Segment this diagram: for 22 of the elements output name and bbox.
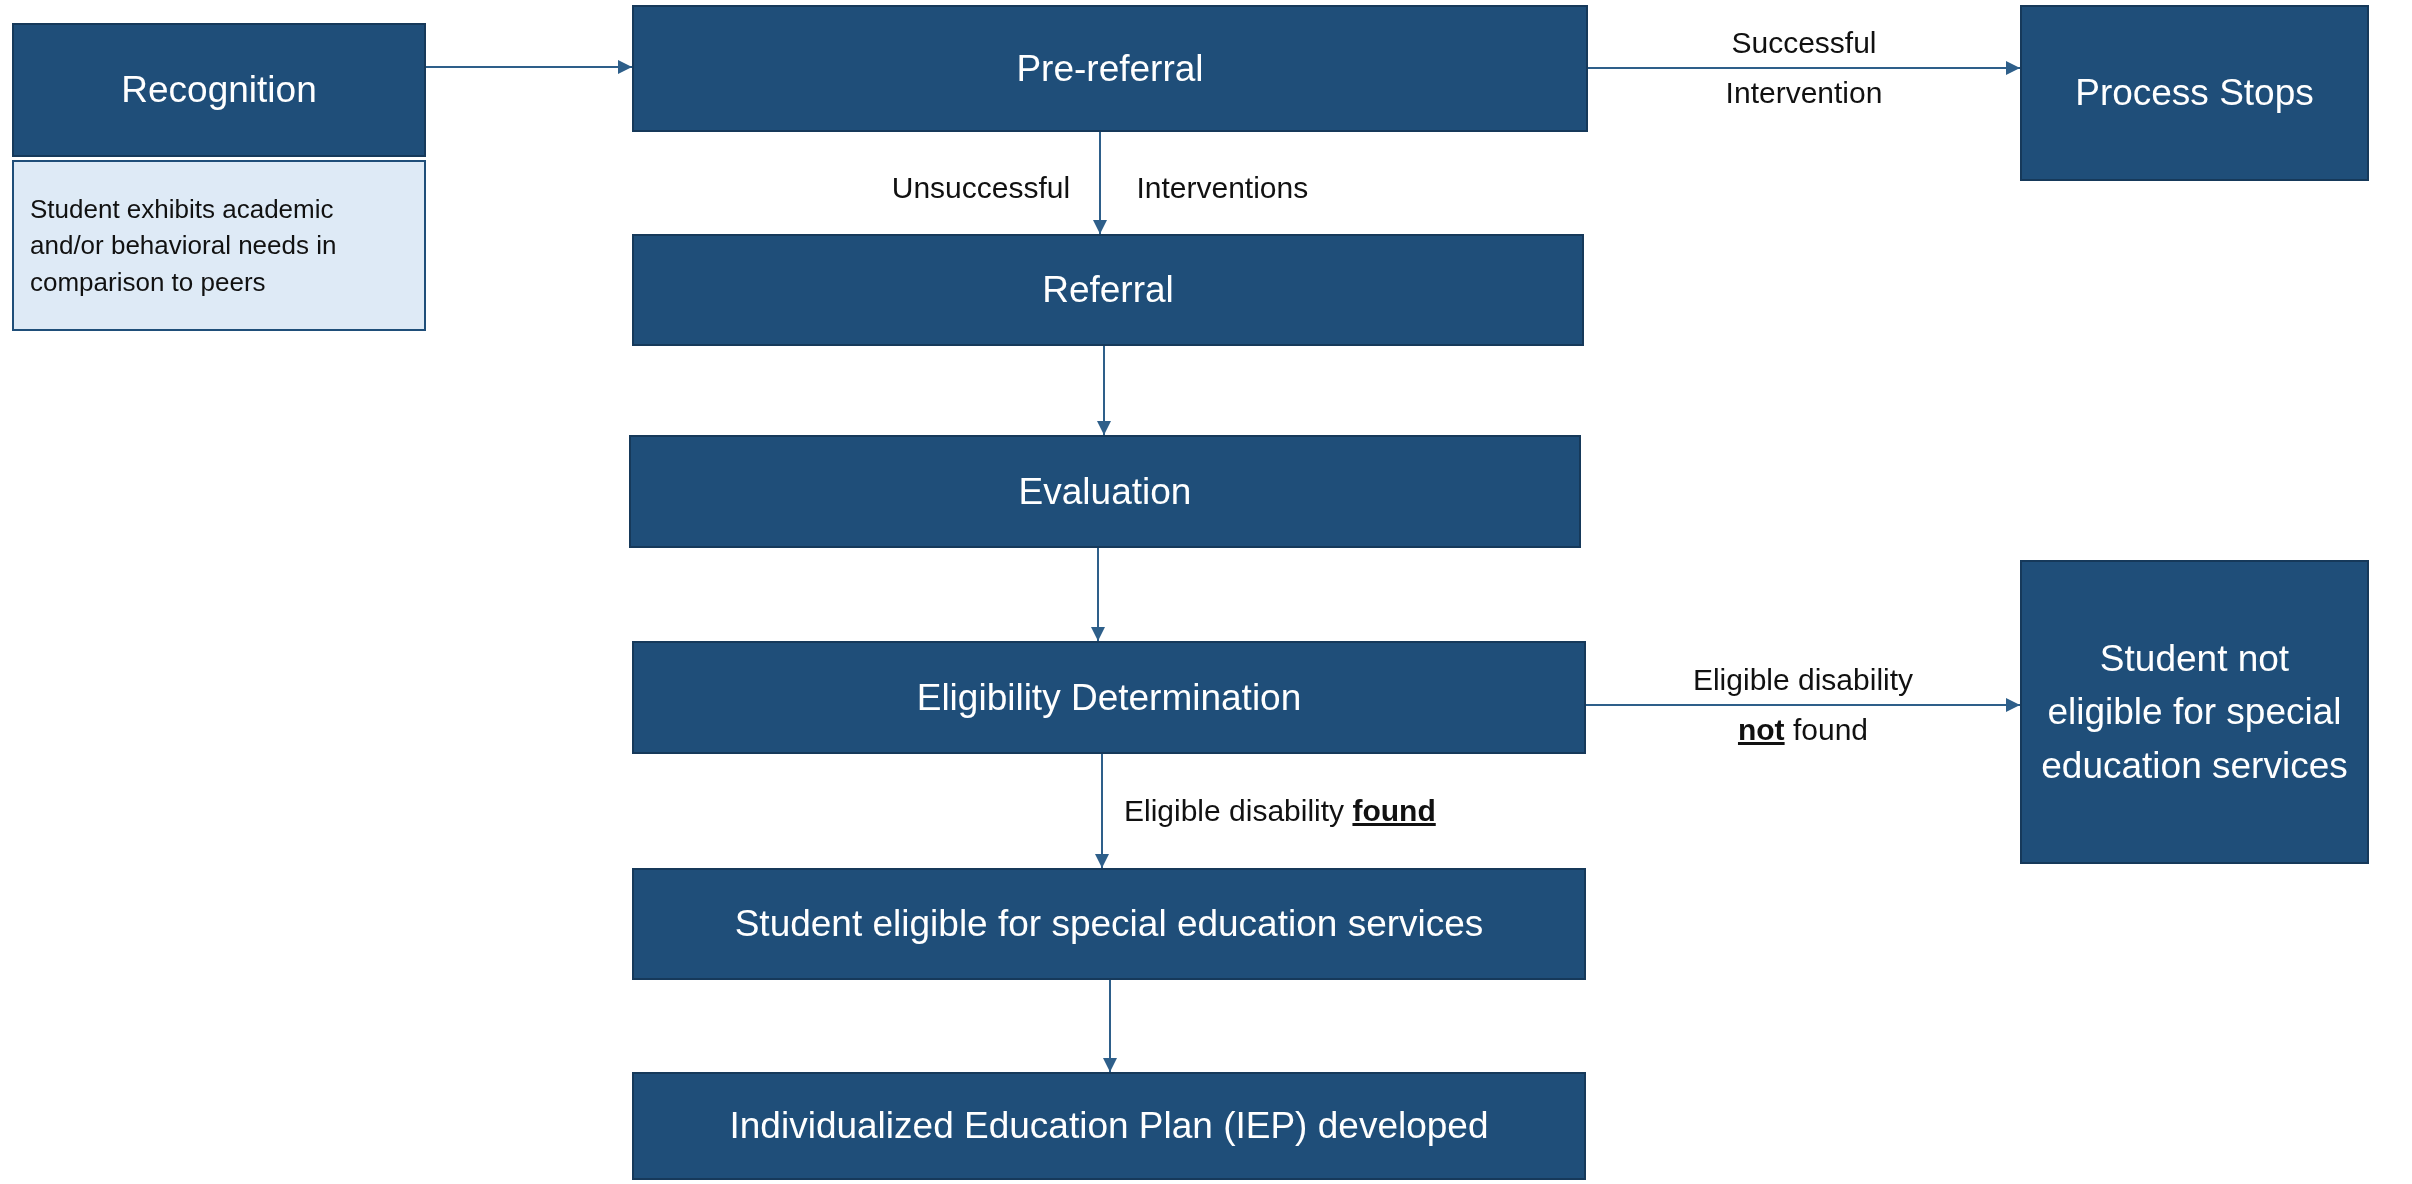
note-box: Student exhibits academic and/or behavioral needs in comparison to peers [12, 160, 426, 331]
arrow [1095, 753, 1109, 869]
process-box: Student eligible for special education services [632, 868, 1586, 980]
arrow [1587, 61, 2021, 75]
process-box: Process Stops [2020, 5, 2369, 181]
arrow [1093, 131, 1107, 235]
process-box: Referral [632, 234, 1584, 346]
arrow [1103, 979, 1117, 1073]
edge-label: Successful Intervention [1724, 25, 1884, 111]
arrow [425, 60, 633, 74]
arrow [1097, 345, 1111, 436]
arrow [1585, 698, 2021, 712]
process-box: Individualized Education Plan (IEP) developed [632, 1072, 1586, 1180]
process-box: Recognition [12, 23, 426, 157]
arrow [1091, 547, 1105, 642]
process-box: Pre-referral [632, 5, 1588, 132]
edge-label: Eligible disability found [1124, 793, 1437, 829]
edge-label: Unsuccessful Interventions [890, 170, 1310, 206]
process-box: Eligibility Determination [632, 641, 1586, 754]
process-box: Student not eligible for special education services [2020, 560, 2369, 864]
process-box: Evaluation [629, 435, 1581, 548]
edge-label: Eligible disability not found [1691, 662, 1915, 748]
